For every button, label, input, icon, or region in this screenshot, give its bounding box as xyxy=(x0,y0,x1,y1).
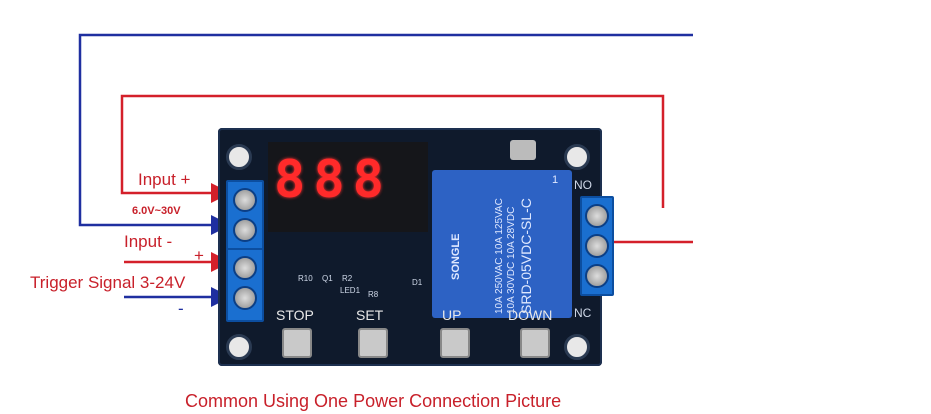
screw-terminal[interactable] xyxy=(233,218,257,242)
relay-model: SRD-05VDC-SL-C xyxy=(518,198,534,314)
set-button[interactable] xyxy=(358,328,388,358)
screw-terminal[interactable] xyxy=(233,256,257,280)
down-label: DOWN xyxy=(508,307,553,323)
up-button[interactable] xyxy=(440,328,470,358)
relay-terminal-block xyxy=(580,196,614,296)
relay-rating: 10A 250VAC 10A 125VAC xyxy=(494,198,505,314)
display-digit: 8 xyxy=(274,150,306,210)
trigger-terminal-block xyxy=(226,248,264,322)
relay-pin-number: 1 xyxy=(552,174,559,186)
trigger-signal-label: Trigger Signal 3-24V xyxy=(30,273,186,292)
mount-hole xyxy=(564,334,590,360)
silk-no: NO xyxy=(574,178,592,192)
display-digit: 8 xyxy=(313,150,345,210)
trigger-plus-label: + xyxy=(194,246,204,265)
power-terminal-block xyxy=(226,180,264,252)
silk-r2: R2 xyxy=(342,274,353,283)
up-label: UP xyxy=(442,307,462,323)
silk-q1: Q1 xyxy=(322,274,333,283)
screw-terminal[interactable] xyxy=(233,286,257,310)
screw-terminal[interactable] xyxy=(585,234,609,258)
red-wire-power-positive xyxy=(120,94,665,208)
screw-terminal[interactable] xyxy=(233,188,257,212)
blue-wire-power-negative xyxy=(78,33,693,235)
set-label: SET xyxy=(356,307,384,323)
relay-brand: SONGLE xyxy=(450,233,462,280)
caption: Common Using One Power Connection Pictur… xyxy=(185,391,562,411)
stop-label: STOP xyxy=(276,307,314,323)
mount-hole xyxy=(226,334,252,360)
input-plus-label: Input + xyxy=(138,170,191,189)
silk-r8: R8 xyxy=(368,290,379,299)
down-button[interactable] xyxy=(520,328,550,358)
stop-button[interactable] xyxy=(282,328,312,358)
silk-d1: D1 xyxy=(412,278,423,287)
screw-terminal[interactable] xyxy=(585,264,609,288)
mount-hole xyxy=(226,144,252,170)
input-minus-label: Input - xyxy=(124,232,173,251)
silk-r10: R10 xyxy=(298,274,313,283)
mount-hole xyxy=(564,144,590,170)
display-digit: 8 xyxy=(352,150,384,210)
screw-terminal[interactable] xyxy=(585,204,609,228)
relay-rating: 10A 30VDC 10A 28VDC xyxy=(506,206,517,314)
trigger-minus-label: - xyxy=(178,299,184,318)
voltage-range-label: 6.0V~30V xyxy=(132,205,181,217)
silk-led1: LED1 xyxy=(340,286,361,295)
relay: 1 SONGLE 10A 250VAC 10A 125VAC 10A 30VDC… xyxy=(432,170,572,318)
silk-nc: NC xyxy=(574,306,592,320)
micro-usb-port xyxy=(510,140,536,160)
